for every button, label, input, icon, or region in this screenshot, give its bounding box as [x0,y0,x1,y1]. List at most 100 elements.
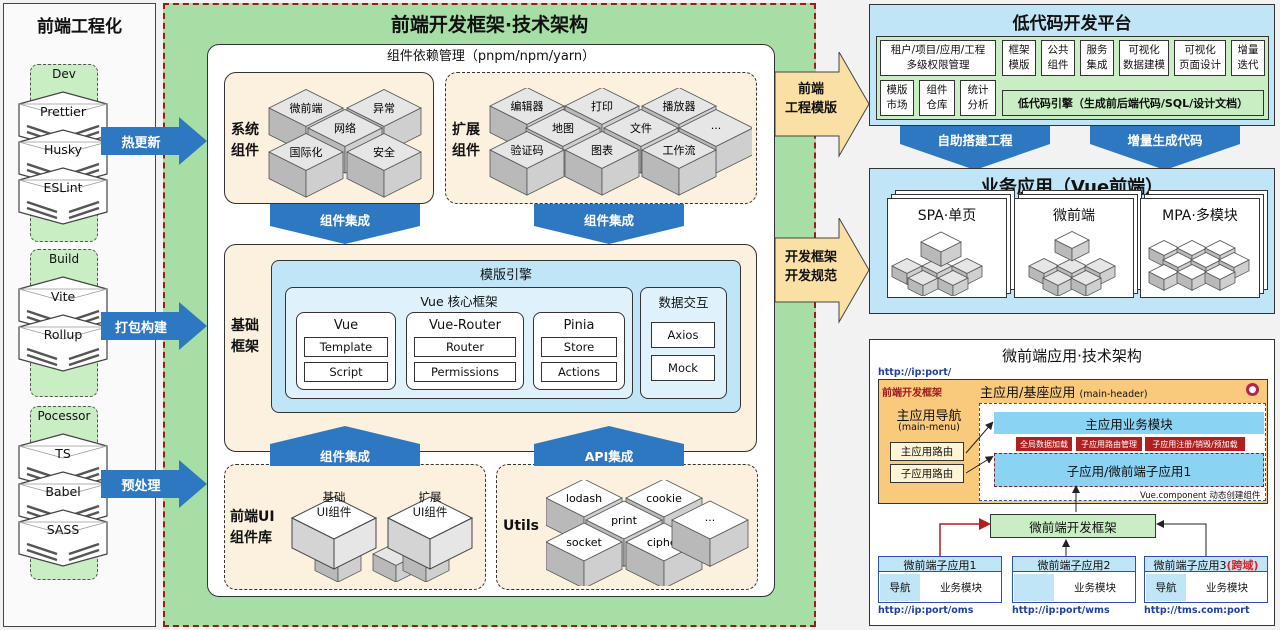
integration-arrow-2 [534,204,684,244]
core-col-title-2: Pinia [563,318,595,333]
gear-sass [18,509,108,567]
tile [1028,258,1060,285]
ui-component-tiles [290,496,474,582]
tile [1204,264,1236,291]
tile-label: print [611,514,638,527]
arrow-label-pocessor: 预处理 [121,479,161,494]
main-nav-title: 主应用导航 [896,409,962,424]
tile [641,131,717,196]
sub-route: 子应用路由 [890,464,964,483]
sub-app-title-0: 微前端子应用1 [878,556,1002,572]
gear-rollup [18,314,108,372]
lowcode-cell-1: 框架 模版 [1002,40,1036,76]
data-interaction-title: 数据交互 [658,295,709,310]
core-cell-0-0: Template [304,337,388,357]
tile-label: 编辑器 [511,99,544,113]
dependency-title: 组件依赖管理（pnpm/npm/yarn） [386,49,596,64]
lowcode-cell-3: 服务 集成 [1080,40,1114,76]
core-cell-1-0: Router [414,337,516,357]
tile-label: 工作流 [663,143,696,157]
utils-tiles: lodash cookie print socket cipher ··· [546,480,749,586]
biz-card-graphic-1 [1028,231,1116,296]
lowcode-cell-9: 统计 分析 [960,80,996,116]
arrow-build [101,302,207,350]
lowcode-title: 低代码开发平台 [1012,14,1132,34]
integration-arrow-1 [270,204,420,244]
tile-label: cookie [646,492,682,505]
tile-label: ··· [711,122,722,135]
tile-label: 微前端 [290,101,323,115]
tile-label: socket [566,536,602,549]
integration-arrow-3-label: 组件集成 [319,449,370,464]
api-arrow-label: API集成 [584,449,634,464]
template-arrow-label: 前端 工程模版 [784,82,837,116]
lowcode-cell-4: 可视化 数据建模 [1119,40,1169,76]
sub-app-nav-0: 导航 [880,574,920,601]
biz-card-graphic-2 [1148,240,1250,291]
micro-connectors [939,518,1207,556]
lowcode-cell-0: 租户/项目/应用/工程 多级权限管理 [880,40,996,76]
ext-ui-tile [386,496,474,570]
standards-arrow [775,218,870,324]
sub-app-name-1: 微前端子应用2 [1037,559,1111,572]
biz-card-graphic-0 [891,231,983,296]
tile [546,522,623,586]
sub-app-url-0: http://ip:port/oms [878,605,974,616]
micro-arrows [965,421,1080,512]
sub-app-title-2: 微前端子应用3(跨域) [1144,556,1268,572]
tile-label: 国际化 [290,145,323,159]
arrow-dev [101,117,207,165]
tag-global-data: 全局数据加载 [1016,437,1072,451]
gear-label-babel: Babel [45,484,81,499]
ext-ui-label: 扩展 UI组件 [412,490,448,519]
standards-arrow-label: 开发框架 开发规范 [784,250,837,284]
self-build-arrow [900,126,1050,170]
core-col-title-0: Vue [333,318,359,333]
core-col-title-1: Vue-Router [428,318,502,333]
basic-ui-label: 基础 UI组件 [316,490,352,519]
engineering-title: 前端工程化 [37,17,122,37]
sub-app-slot: 子应用/微前端子应用1 [994,453,1264,487]
tile [489,131,565,196]
core-cell-1-1: Permissions [414,362,516,382]
basic-ui-tile [290,496,378,570]
lowcode-engine: 低代码引擎（生成前后端代码/SQL/设计文档） [1002,90,1264,116]
system-component-tiles: 微前端 异常 网络 国际化 安全 [268,89,422,198]
tile [1176,264,1208,291]
lowcode-cell-2: 公共 组件 [1041,40,1075,76]
micro-framework-box: 微前端开发框架 [990,514,1156,538]
tag-register: 子应用注册/销毁/预加载 [1145,437,1245,451]
tile [564,131,640,196]
vue-component-note: Vue.component 动态创建组件 [1140,491,1261,501]
sub-app-biz-2: 业务模块 [1206,582,1248,594]
gear-label-ts: TS [55,446,71,461]
tile [1054,231,1090,262]
tile-label: 播放器 [663,99,696,113]
lowcode-cell-6: 增量 迭代 [1231,40,1265,76]
sub-app-biz-1: 业务模块 [1074,582,1116,594]
tile [346,133,422,198]
gear-label-prettier: Prettier [40,104,86,119]
micro-title: 微前端应用·技术架构 [1002,347,1142,365]
lowcode-cell-7: 模版 市场 [880,80,914,116]
tile-label: ··· [705,514,716,527]
tile-label: 图表 [591,143,613,157]
micro-url: http://ip:port/ [878,367,952,378]
gear-label-sass: SASS [46,522,80,537]
tile [268,133,344,198]
gear-husky [18,129,108,187]
tile [937,270,969,296]
tile-label: 打印 [591,99,613,113]
tile-label: 验证码 [511,143,544,157]
gear-label-husky: Husky [43,142,83,157]
sub-app-nav-1 [1014,574,1054,601]
gear-eslint [18,167,108,225]
sub-app-cross-2: (跨域) [1226,559,1259,572]
tile-label: 异常 [373,102,395,115]
sub-app-url-1: http://ip:port/wms [1012,605,1110,616]
api-arrow [534,426,684,466]
increment-label: 增量生成代码 [1127,133,1203,148]
tile-label: 安全 [373,145,395,159]
system-components-label: 系统 组件 [231,122,259,159]
user-icon[interactable]: ● [1246,383,1259,396]
